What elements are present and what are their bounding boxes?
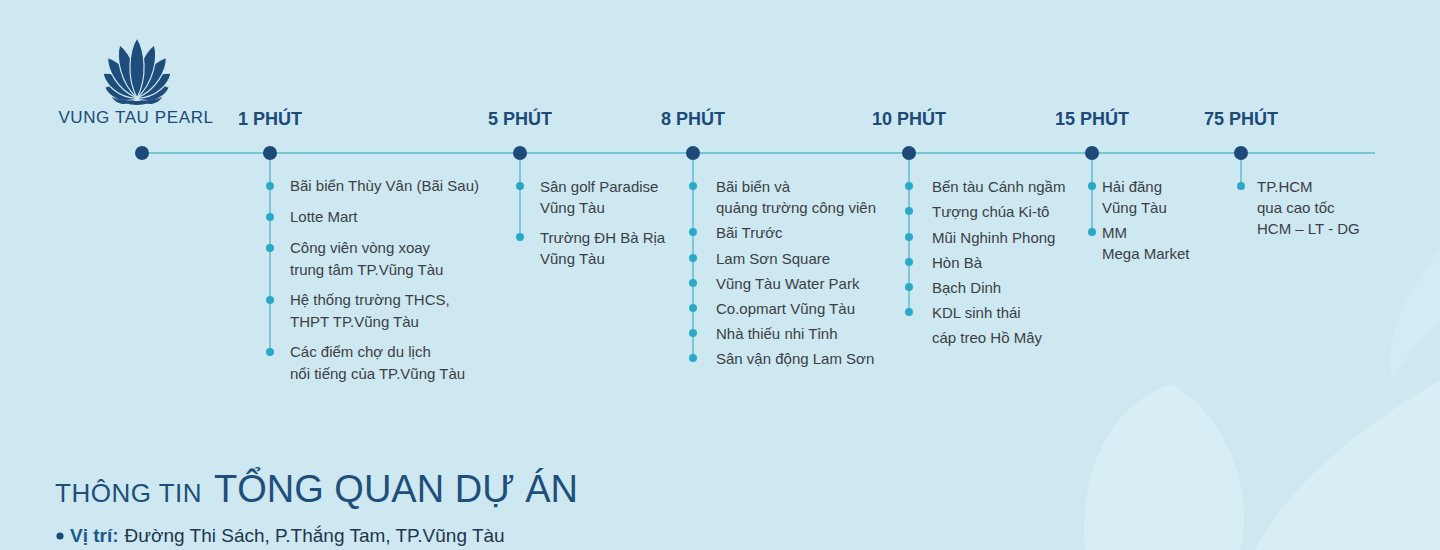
timeline-dot <box>902 146 916 160</box>
place-item: Hệ thống trường THCS, THPT TP.Vũng Tàu <box>290 289 450 333</box>
place-item: Tượng chúa Ki-tô <box>932 199 1049 224</box>
place-item: Sân golf Paradise Vũng Tàu <box>540 176 658 218</box>
place-item: Trường ĐH Bà Rịa Vũng Tàu <box>540 227 665 269</box>
lotus-base <box>113 97 161 105</box>
timeline-dot <box>513 146 527 160</box>
item-bullet <box>905 258 913 266</box>
place-item: Nhà thiếu nhi Tỉnh <box>716 323 837 344</box>
place-item: MM Mega Market <box>1102 222 1190 264</box>
item-bullet <box>516 182 524 190</box>
item-bullet <box>905 207 913 215</box>
place-item: Bãi biển và quảng trường công viên <box>716 176 876 218</box>
place-item: Lotte Mart <box>290 206 358 228</box>
place-item: Bãi Trước <box>716 222 783 243</box>
item-bullet <box>689 228 697 236</box>
item-bullet <box>266 182 274 190</box>
timeline-dot <box>1234 146 1248 160</box>
place-item: Bạch Dinh <box>932 275 1001 300</box>
place-item: Công viên vòng xoay trung tâm TP.Vũng Tà… <box>290 237 443 281</box>
time-label: 15 PHÚT <box>1055 108 1129 130</box>
place-item: Các điểm chợ du lịch nổi tiếng của TP.Vũ… <box>290 341 465 385</box>
timeline-axis <box>142 152 1375 154</box>
timeline-dot <box>686 146 700 160</box>
item-bullet <box>905 283 913 291</box>
item-bullet <box>905 182 913 190</box>
item-bullet <box>266 296 274 304</box>
field-value: Đường Thi Sách, P.Thắng Tam, TP.Vũng Tàu <box>125 526 505 545</box>
stem-line <box>1091 153 1092 232</box>
item-bullet <box>905 233 913 241</box>
lotus-petal <box>130 38 144 98</box>
place-item: Lam Sơn Square <box>716 248 830 269</box>
decor-leaf <box>1084 384 1244 550</box>
item-bullet <box>1088 182 1096 190</box>
item-bullet <box>516 233 524 241</box>
place-item: Hòn Bà <box>932 250 982 275</box>
place-item: TP.HCM qua cao tốc HCM – LT - DG <box>1257 176 1360 239</box>
time-label: 5 PHÚT <box>488 108 552 130</box>
item-bullet <box>689 354 697 362</box>
place-item: Mũi Nghinh Phong <box>932 225 1055 250</box>
timeline-dot <box>135 146 149 160</box>
time-label: 75 PHÚT <box>1204 108 1278 130</box>
place-item: Hải đăng Vũng Tàu <box>1102 176 1167 218</box>
time-label: 1 PHÚT <box>238 108 302 130</box>
item-bullet <box>689 279 697 287</box>
place-item: Sân vận động Lam Sơn <box>716 348 874 369</box>
section-heading-large: TỔNG QUAN DỰ ÁN <box>214 470 578 508</box>
place-item: Bãi biển Thùy Vân (Bãi Sau) <box>290 175 479 197</box>
section-heading-small: THÔNG TIN <box>55 480 202 506</box>
timeline-dot <box>263 146 277 160</box>
bullet-dot <box>56 532 63 539</box>
time-label: 10 PHÚT <box>872 108 946 130</box>
item-bullet <box>689 254 697 262</box>
dot-group <box>135 146 1248 160</box>
item-bullet <box>1237 182 1245 190</box>
item-bullet <box>689 329 697 337</box>
place-item: KDL sinh thái cáp treo Hồ Mây <box>932 300 1042 350</box>
decor-leaf <box>1390 250 1440 380</box>
place-item: Bến tàu Cánh ngầm <box>932 174 1065 199</box>
place-item: Co.opmart Vũng Tàu <box>716 298 855 319</box>
stem-line <box>519 153 520 237</box>
item-bullet <box>266 213 274 221</box>
stem-group <box>270 153 1241 358</box>
item-bullet <box>1088 228 1096 236</box>
time-label: 8 PHÚT <box>661 108 725 130</box>
lotus-logo <box>99 38 175 105</box>
item-bullet <box>266 244 274 252</box>
decor-leaf <box>1255 380 1440 550</box>
logo-wordmark: VUNG TAU PEARL <box>58 108 213 128</box>
item-bullet <box>689 304 697 312</box>
item-bullet <box>689 182 697 190</box>
place-item: Vũng Tàu Water Park <box>716 273 859 294</box>
item-bullet <box>905 308 913 316</box>
item-bullet <box>266 348 274 356</box>
timeline-dot <box>1085 146 1099 160</box>
field-label: Vị trí: <box>70 526 119 545</box>
